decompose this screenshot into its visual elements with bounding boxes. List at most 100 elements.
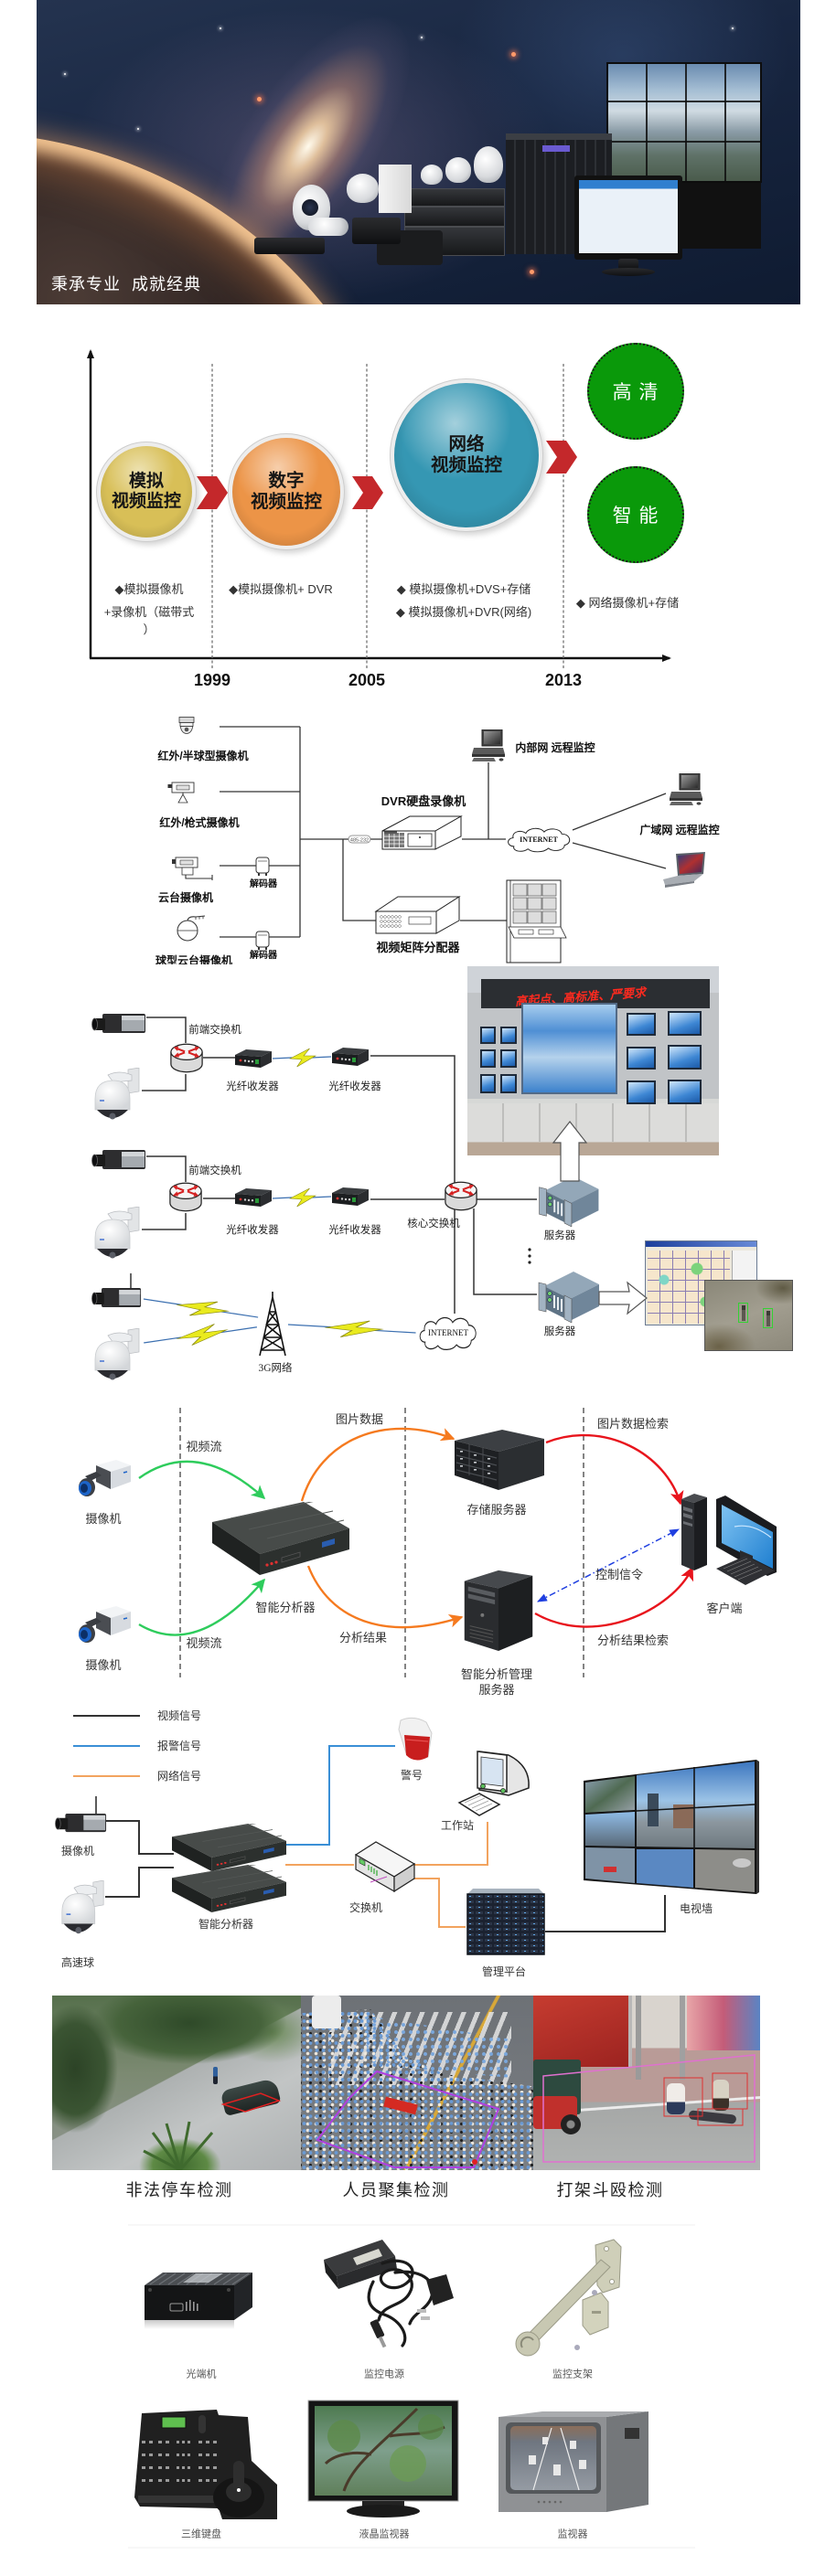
timeline-axes [87, 349, 671, 662]
detection-overlay [542, 2054, 756, 2163]
bullet-camera-icon [167, 782, 195, 804]
transceiver-label: 光纤收发器 [328, 1225, 381, 1237]
front-switch-icon [168, 1182, 203, 1212]
monitor-screen [668, 1011, 702, 1036]
image-search-label: 图片数据检索 [596, 1417, 670, 1432]
banner-slogan: 秉承专业 成就经典 [51, 275, 202, 293]
person-box [697, 2108, 744, 2126]
camera-icon [78, 1606, 131, 1644]
stage-note: ◆模拟摄像机 [114, 582, 184, 597]
palm-leaves [143, 2121, 214, 2170]
star [64, 73, 66, 75]
parking-zone-outline [220, 2092, 282, 2113]
decoder-label: 解码器 [250, 951, 277, 961]
pedestrian [213, 2067, 218, 2084]
smart-analyzer-icon [172, 1865, 286, 1912]
accessory-label: 液晶监视器 [359, 2528, 410, 2540]
video-stream-label: 视频流 [186, 1440, 222, 1454]
camera-icon [78, 1460, 131, 1497]
product-lineup-image [37, 0, 800, 304]
person-box [712, 2072, 748, 2110]
client-monitor [574, 176, 682, 260]
star [257, 97, 262, 101]
analyzer-label: 智能分析器 [198, 1917, 254, 1931]
server-icon [538, 1271, 600, 1323]
clipped-label-box: 球型云台摄像机 [137, 953, 256, 964]
interface-tag-text: 485-232 [350, 837, 369, 843]
speed-dome-icon [61, 1880, 104, 1934]
box-camera-icon [91, 1149, 146, 1170]
result-search-label: 分析结果检索 [596, 1634, 670, 1648]
video-wall-stand [677, 179, 761, 249]
stage-digital-circle: 数字 视频监控 [232, 438, 340, 546]
workstation-label: 工作站 [440, 1818, 475, 1832]
monitor-screen [668, 1080, 702, 1104]
star [137, 128, 139, 130]
dvr-label: DVR硬盘录像机 [380, 794, 466, 809]
image-data-label: 图片数据 [335, 1412, 384, 1427]
storage-server-icon [454, 1429, 545, 1491]
camera-lens [302, 199, 318, 216]
interface-tag: 485-232 [348, 835, 371, 844]
ellipsis-dots [528, 1248, 531, 1264]
star [511, 52, 516, 57]
monitor-screen [480, 1074, 496, 1093]
ptz-camera-icon [171, 857, 213, 880]
video-stream-arrow [138, 1578, 265, 1636]
decoder-label: 解码器 [250, 879, 277, 889]
monitor-neck [618, 259, 638, 270]
person-box [663, 2077, 703, 2117]
van [312, 1996, 341, 2028]
stage-note: +录像机（磁带式 [103, 605, 195, 620]
accessory-label: 三维键盘 [181, 2528, 221, 2540]
interface-tag-pill [348, 835, 371, 844]
lan-monitor-label: 内部网 远程监控 [515, 740, 595, 754]
billboard [687, 1996, 760, 2050]
monitor-screen [500, 1074, 517, 1093]
chevron-arrow-icon [197, 476, 228, 509]
bullet-camera [308, 218, 348, 236]
camera-type-label: 红外/半球型摄像机 [157, 749, 249, 762]
ball-ptz-camera-icon [177, 915, 206, 942]
image-data-arrow [300, 1427, 456, 1502]
result-search-arrow [534, 1566, 694, 1628]
video-wall-display [606, 62, 762, 183]
transceiver-label: 光纤收发器 [328, 1081, 381, 1093]
stage-subtitle: 视频监控 [250, 492, 322, 512]
mini-dome-camera [445, 157, 471, 183]
image-search-arrow [545, 1433, 684, 1506]
speed-dome-icon [94, 1068, 140, 1121]
fight-detection-photo [533, 1996, 760, 2170]
monitor-screen [627, 1047, 656, 1070]
zone-dividers [179, 1408, 584, 1677]
control-signal-label: 控制信令 [595, 1568, 644, 1582]
tv-wall-label: 电视墙 [679, 1901, 713, 1915]
wan-pc-icon [669, 773, 703, 806]
control-signal-arrow [537, 1528, 680, 1602]
crowd-gathering-photo [301, 1996, 533, 2170]
dvr-unit [404, 207, 505, 227]
box-camera [254, 238, 325, 254]
decoder-icon [255, 931, 270, 951]
speed-dome-icon [94, 1207, 140, 1260]
front-switch-label: 前端交换机 [188, 1166, 241, 1177]
dvr-recorder-icon [381, 815, 462, 850]
wall-cabinets [467, 1103, 719, 1142]
wan-monitor-label: 广域网 远程监控 [639, 823, 720, 836]
future-intelligent-circle: 智 能 [587, 466, 684, 563]
pedestrian [766, 1311, 770, 1326]
video-stream-label: 视频流 [186, 1636, 222, 1651]
video-stream-arrow [138, 1460, 266, 1500]
signal-legend [73, 1715, 140, 1777]
star [530, 270, 534, 274]
fiber-transceiver-icon [332, 1048, 369, 1066]
cell-tower-icon [259, 1292, 286, 1357]
wireless-link-bolt-icon [142, 1317, 259, 1353]
wireless-camera-icon [55, 1813, 107, 1833]
star [732, 27, 734, 29]
person [713, 2080, 729, 2111]
speed-dome-icon [94, 1328, 140, 1381]
fiber-transceiver-icon [235, 1049, 272, 1068]
